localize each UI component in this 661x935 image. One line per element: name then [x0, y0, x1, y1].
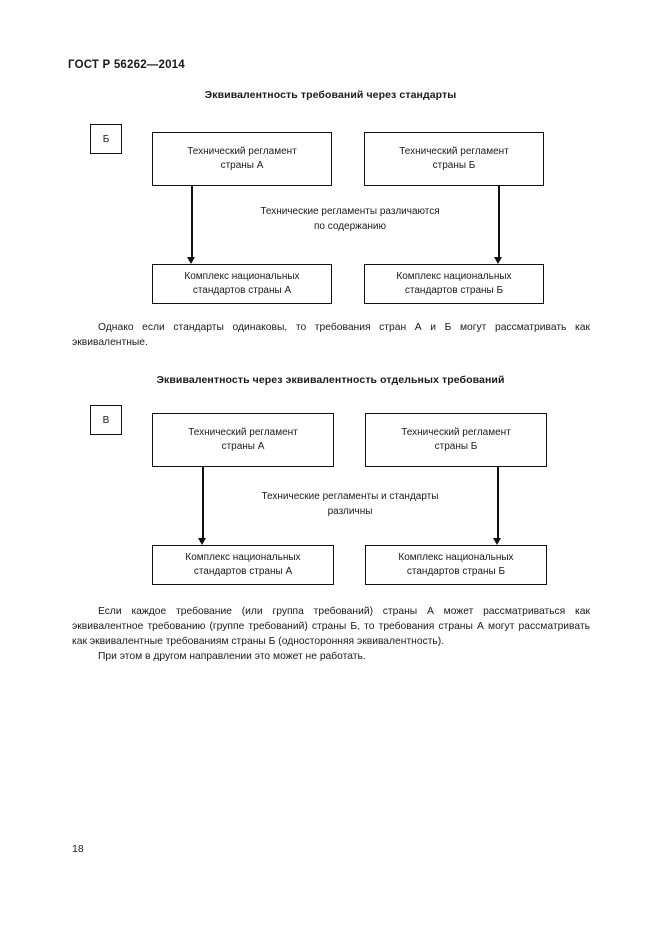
page-number: 18 [72, 843, 84, 855]
diagram-2-node-top-left: Технический регламент страны А [152, 413, 334, 467]
node-text-line1: Комплекс национальных [185, 552, 301, 563]
diagram-2-node-top-right: Технический регламент страны Б [365, 413, 547, 467]
diagram-2-node-bottom-right: Комплекс национальных стандартов страны … [365, 545, 547, 585]
node-text-line1: Комплекс национальных [396, 271, 512, 282]
node-text-line1: Технический регламент [187, 146, 297, 157]
node-text-line1: Технический регламент [399, 146, 509, 157]
node-text-line1: Технический регламент [401, 427, 511, 438]
diagram-2-caption: Технические регламенты и стандарты разли… [180, 489, 520, 519]
node-text-line2: стандартов страны А [192, 285, 292, 296]
diagram-1-node-bottom-right: Комплекс национальных стандартов страны … [364, 264, 544, 304]
paragraph-after-diagram-2-b: При этом в другом направлении это может … [72, 649, 590, 664]
diagram-1-node-top-left: Технический регламент страны А [152, 132, 332, 186]
node-text-line2: стандартов страны Б [404, 285, 504, 296]
caption-line1: Технические регламенты и стандарты [261, 491, 439, 502]
paragraph-text: Если каждое требование (или группа требо… [72, 606, 590, 647]
caption-line2: по содержанию [313, 221, 387, 232]
node-text-line2: стандартов страны Б [406, 566, 506, 577]
section-title-1: Эквивалентность требований через стандар… [204, 89, 457, 101]
caption-line2: различны [327, 506, 373, 517]
node-text-line1: Технический регламент [188, 427, 298, 438]
diagram-2-node-bottom-left: Комплекс национальных стандартов страны … [152, 545, 334, 585]
diagram-1-node-top-right: Технический регламент страны Б [364, 132, 544, 186]
node-text-line2: стандартов страны А [193, 566, 293, 577]
diagram-1-node-bottom-left: Комплекс национальных стандартов страны … [152, 264, 332, 304]
node-text-line2: страны А [220, 160, 264, 171]
paragraph-after-diagram-2-a: Если каждое требование (или группа требо… [72, 604, 590, 649]
diagram-1-caption: Технические регламенты различаются по со… [180, 204, 520, 234]
paragraph-text: Однако если стандарты одинаковы, то треб… [72, 322, 590, 348]
node-text-line2: страны А [221, 441, 265, 452]
section-title-2: Эквивалентность через эквивалентность от… [156, 374, 505, 386]
paragraph-text: При этом в другом направлении это может … [98, 651, 366, 662]
diagram-1-tag: Б [90, 124, 122, 154]
node-text-line1: Комплекс национальных [184, 271, 300, 282]
node-text-line2: страны Б [434, 441, 478, 452]
diagram-2-tag: В [90, 405, 122, 435]
paragraph-after-diagram-1: Однако если стандарты одинаковы, то треб… [72, 320, 590, 350]
node-text-line1: Комплекс национальных [398, 552, 514, 563]
caption-line1: Технические регламенты различаются [260, 206, 440, 217]
node-text-line2: страны Б [432, 160, 476, 171]
document-header: ГОСТ Р 56262—2014 [68, 59, 185, 71]
